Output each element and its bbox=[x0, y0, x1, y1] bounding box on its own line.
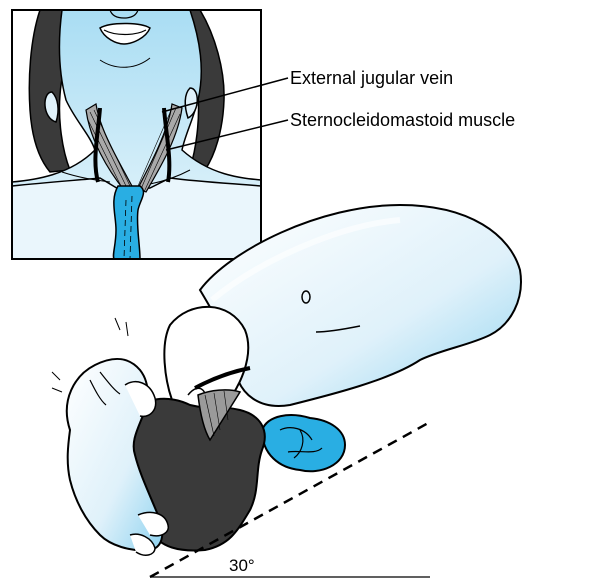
label-external-jugular-vein: External jugular vein bbox=[290, 68, 453, 88]
main-illustration bbox=[52, 205, 521, 577]
patient-external-jugular-vein-blue bbox=[262, 415, 345, 471]
label-incline-angle: 30° bbox=[229, 556, 255, 576]
inset-panel bbox=[12, 10, 261, 259]
label-sternocleidomastoid-muscle: Sternocleidomastoid muscle bbox=[290, 110, 515, 130]
